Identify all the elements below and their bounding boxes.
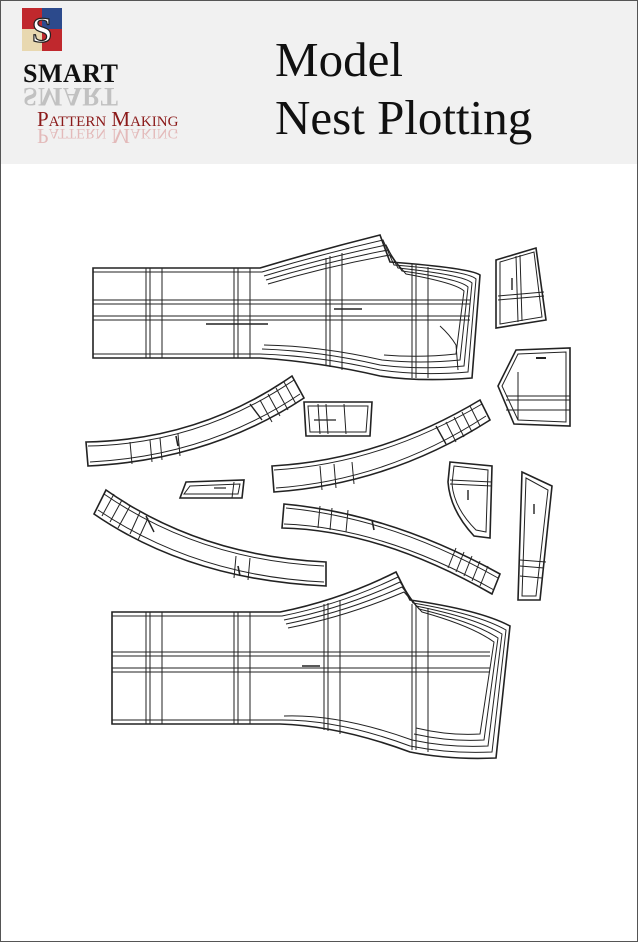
tagline-reflection: Pattern Making xyxy=(37,124,179,148)
curved-waistband-3 xyxy=(92,488,327,587)
belt-loop-strip xyxy=(178,479,245,499)
back-trouser-leg xyxy=(111,570,511,760)
logo-icon: S xyxy=(22,8,62,51)
back-yoke xyxy=(495,246,547,329)
fly-shield xyxy=(517,470,553,601)
nest-plot-diagram xyxy=(85,234,571,760)
header-banner: S SMART SMART Pattern Making Pattern Mak… xyxy=(1,1,637,164)
brand-name: SMART xyxy=(23,59,119,88)
front-trouser-leg xyxy=(92,234,481,381)
brand-tagline: Pattern Making xyxy=(37,107,179,131)
title-line-1: Model xyxy=(275,32,403,87)
title-line-2: Nest Plotting xyxy=(275,90,533,145)
fly-piece xyxy=(303,401,373,437)
pocket-bag xyxy=(497,347,571,427)
curved-waistband-2 xyxy=(271,398,492,493)
curved-waistband-4 xyxy=(281,503,502,596)
svg-text:S: S xyxy=(32,10,52,50)
side-pocket xyxy=(447,461,493,539)
page-title: Model Nest Plotting xyxy=(275,31,532,147)
curved-waistband-1 xyxy=(85,374,306,467)
